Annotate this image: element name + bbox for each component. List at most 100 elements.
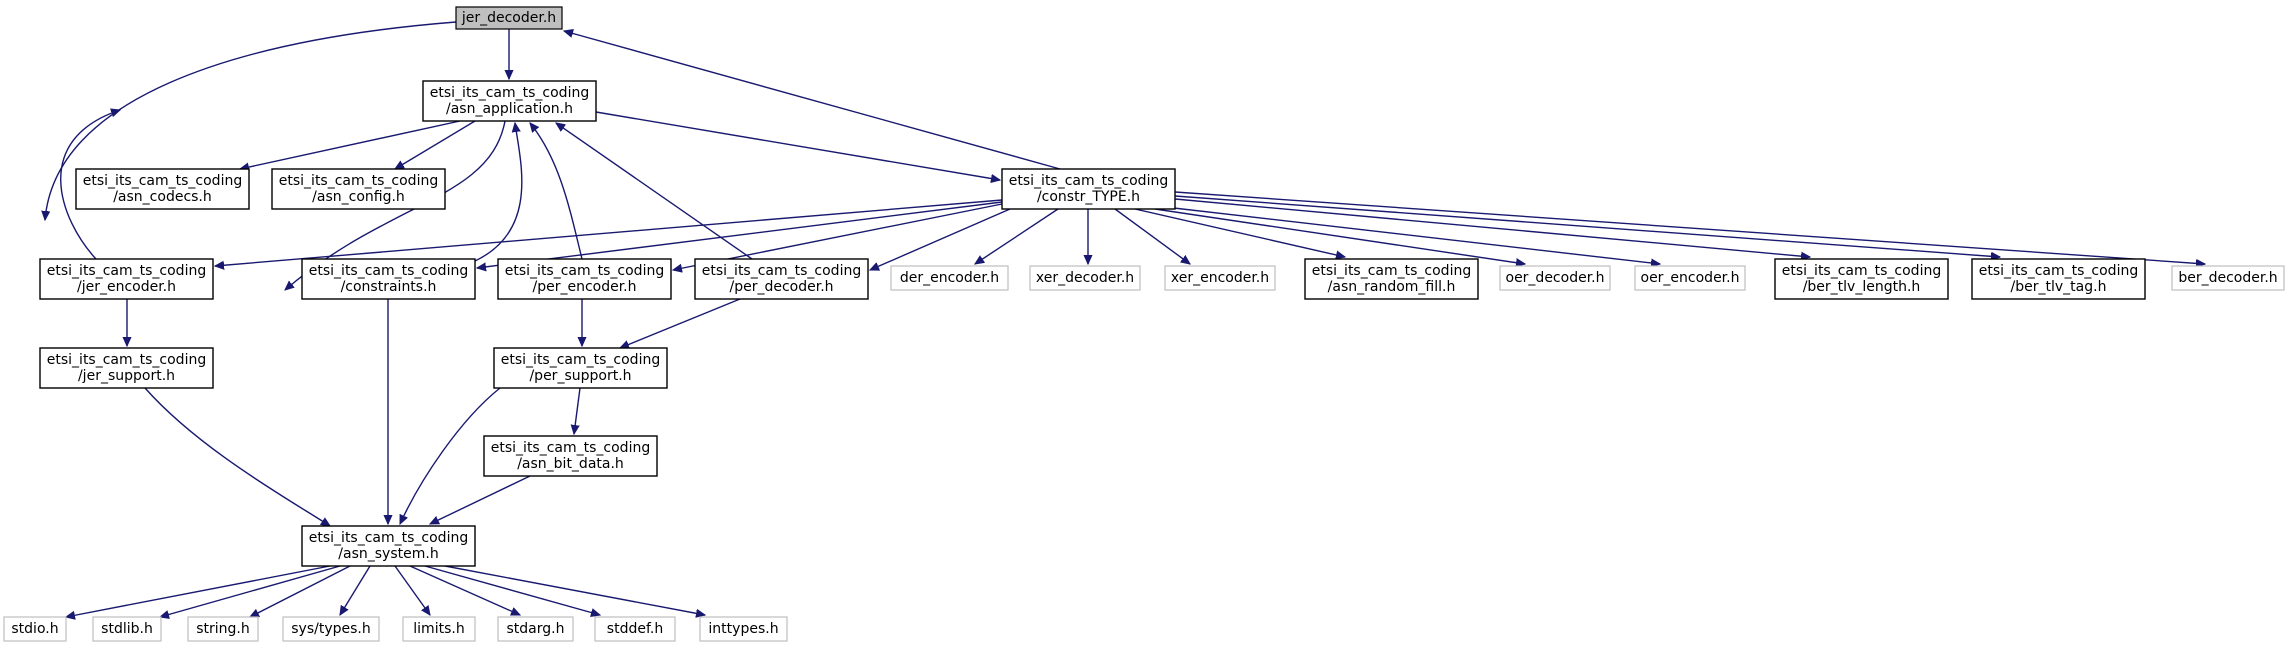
node-jer-decoder[interactable]: jer_decoder.h xyxy=(455,6,563,30)
node-box xyxy=(3,616,67,642)
node-der-encoder: der_encoder.h xyxy=(890,265,1009,291)
node-box xyxy=(594,616,676,642)
node-string: string.h xyxy=(187,616,259,642)
node-asn-config[interactable]: etsi_its_cam_ts_coding/asn_config.h xyxy=(271,168,446,210)
node-box xyxy=(301,525,476,567)
edge-jer_encoder-to-asn_application xyxy=(60,110,120,260)
node-label-line: etsi_its_cam_ts_coding xyxy=(1782,263,1941,279)
node-box xyxy=(694,258,869,300)
node-label-line: xer_decoder.h xyxy=(1036,270,1134,286)
node-label-line: /jer_support.h xyxy=(78,368,175,384)
node-label-line: /asn_random_fill.h xyxy=(1328,279,1456,295)
node-box xyxy=(1164,265,1276,291)
node-box xyxy=(1971,258,2146,300)
node-box xyxy=(75,168,250,210)
edge-constr_TYPE-to-per_decoder xyxy=(870,208,1011,271)
node-label-line: etsi_its_cam_ts_coding xyxy=(491,440,650,456)
node-per-support[interactable]: etsi_its_cam_ts_coding/per_support.h xyxy=(493,347,668,389)
node-label-line: jer_decoder.h xyxy=(461,10,556,26)
node-box xyxy=(1029,265,1141,291)
node-label-line: /asn_application.h xyxy=(446,101,573,117)
edge-constr_TYPE-to-jer_decoder xyxy=(564,31,1061,170)
edge-asn_bit_data-to-asn_system xyxy=(430,475,531,525)
node-box xyxy=(1499,265,1611,291)
node-ber-tlv-length[interactable]: etsi_its_cam_ts_coding/ber_tlv_length.h xyxy=(1774,258,1949,300)
node-label-line: /asn_config.h xyxy=(312,189,405,205)
node-box xyxy=(493,347,668,389)
node-ber-tlv-tag[interactable]: etsi_its_cam_ts_coding/ber_tlv_tag.h xyxy=(1971,258,2146,300)
node-constraints[interactable]: etsi_its_cam_ts_coding/constraints.h xyxy=(301,258,476,300)
node-label-line: /jer_encoder.h xyxy=(77,279,176,295)
node-jer-support[interactable]: etsi_its_cam_ts_coding/jer_support.h xyxy=(39,347,214,389)
edge-constr_TYPE-to-jer_encoder xyxy=(215,199,1003,266)
edge-per_support-to-asn_bit_data xyxy=(574,387,581,434)
edge-asn_application-to-asn_codecs xyxy=(240,120,461,169)
node-oer-decoder: oer_decoder.h xyxy=(1499,265,1611,291)
edge-per_decoder-to-asn_application xyxy=(556,123,753,260)
node-box xyxy=(1304,258,1479,300)
edge-asn_system-to-string xyxy=(250,565,351,618)
node-box xyxy=(39,258,214,300)
node-xer-decoder: xer_decoder.h xyxy=(1029,265,1141,291)
edge-constraints-to-asn_application xyxy=(474,123,523,262)
edge-per_support-to-asn_system xyxy=(399,387,501,524)
node-label-line: stdarg.h xyxy=(507,621,565,637)
node-label-line: etsi_its_cam_ts_coding xyxy=(1312,263,1471,279)
node-label-line: etsi_its_cam_ts_coding xyxy=(47,352,206,368)
node-label-line: /per_encoder.h xyxy=(532,279,636,295)
edge-per_decoder-to-per_support xyxy=(620,298,741,348)
node-box xyxy=(890,265,1009,291)
node-label-line: etsi_its_cam_ts_coding xyxy=(47,263,206,279)
node-label-line: etsi_its_cam_ts_coding xyxy=(309,263,468,279)
edge-constr_TYPE-to-ber_tlv_length xyxy=(1174,198,1810,257)
node-label-line: etsi_its_cam_ts_coding xyxy=(430,85,589,101)
edge-asn_system-to-inttypes xyxy=(444,565,705,615)
node-box xyxy=(422,80,597,122)
node-label-line: sys/types.h xyxy=(291,621,370,637)
node-asn-bit-data[interactable]: etsi_its_cam_ts_coding/asn_bit_data.h xyxy=(483,435,658,477)
node-asn-codecs[interactable]: etsi_its_cam_ts_coding/asn_codecs.h xyxy=(75,168,250,210)
node-box xyxy=(483,435,658,477)
edge-constr_TYPE-to-xer_encoder xyxy=(1114,208,1190,264)
node-asn-system[interactable]: etsi_its_cam_ts_coding/asn_system.h xyxy=(301,525,476,567)
node-label-line: etsi_its_cam_ts_coding xyxy=(309,530,468,546)
node-label-line: /per_decoder.h xyxy=(729,279,833,295)
edge-asn_system-to-stddef xyxy=(424,565,600,615)
node-xer-encoder: xer_encoder.h xyxy=(1164,265,1276,291)
node-inttypes: inttypes.h xyxy=(699,616,788,642)
node-per-decoder[interactable]: etsi_its_cam_ts_coding/per_decoder.h xyxy=(694,258,869,300)
node-label-line: stdlib.h xyxy=(101,621,153,637)
node-label-line: xer_encoder.h xyxy=(1171,270,1269,286)
node-label-line: oer_decoder.h xyxy=(1506,270,1605,286)
node-asn-application[interactable]: etsi_its_cam_ts_coding/asn_application.h xyxy=(422,80,597,122)
edge-jer_support-to-asn_system xyxy=(144,387,330,526)
node-stdarg: stdarg.h xyxy=(497,616,574,642)
node-label-line: ber_decoder.h xyxy=(2178,270,2277,286)
node-constr-TYPE[interactable]: etsi_its_cam_ts_coding/constr_TYPE.h xyxy=(1001,168,1176,210)
node-label-line: string.h xyxy=(196,621,250,637)
node-label-line: etsi_its_cam_ts_coding xyxy=(702,263,861,279)
node-stdlib: stdlib.h xyxy=(92,616,162,642)
dependency-edges xyxy=(45,21,2205,618)
node-box xyxy=(455,6,563,30)
edge-asn_system-to-sys_types xyxy=(340,565,371,615)
edge-asn_application-to-constr_TYPE xyxy=(595,111,1000,180)
node-label-line: etsi_its_cam_ts_coding xyxy=(1009,173,1168,189)
node-label-line: /asn_system.h xyxy=(338,546,438,562)
node-label-line: der_encoder.h xyxy=(900,270,999,286)
edge-asn_system-to-stdlib xyxy=(160,565,341,617)
node-oer-encoder: oer_encoder.h xyxy=(1634,265,1746,291)
node-per-encoder[interactable]: etsi_its_cam_ts_coding/per_encoder.h xyxy=(497,258,672,300)
node-label-line: etsi_its_cam_ts_coding xyxy=(501,352,660,368)
node-asn-random-fill[interactable]: etsi_its_cam_ts_coding/asn_random_fill.h xyxy=(1304,258,1479,300)
node-label-line: /asn_codecs.h xyxy=(113,189,212,205)
edge-constr_TYPE-to-ber_decoder xyxy=(1174,191,2205,264)
node-label-line: limits.h xyxy=(413,621,464,637)
node-stddef: stddef.h xyxy=(594,616,676,642)
node-jer-encoder[interactable]: etsi_its_cam_ts_coding/jer_encoder.h xyxy=(39,258,214,300)
node-box xyxy=(1774,258,1949,300)
node-box xyxy=(187,616,259,642)
node-label-line: inttypes.h xyxy=(708,621,778,637)
node-box xyxy=(497,616,574,642)
